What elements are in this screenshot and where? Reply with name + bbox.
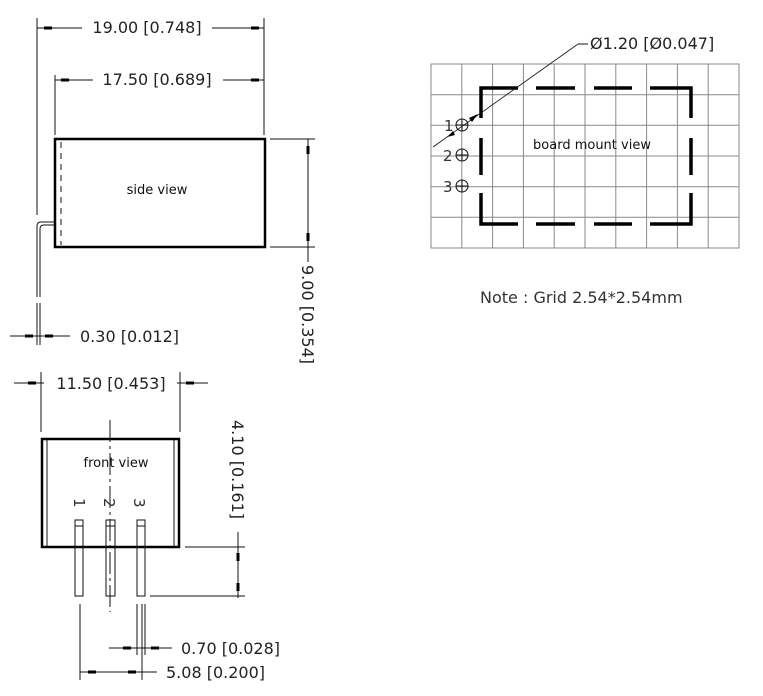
board-mount-view: 1 2 3 Ø1.20 [Ø0.047] board mount view: [430, 34, 740, 249]
side-view-body: [53, 137, 267, 249]
dim-pin-pitch: 5.08 [0.200]: [166, 663, 265, 682]
board-pin-label-2: 2: [443, 147, 453, 165]
pin-hole-1: [455, 118, 469, 132]
board-pin-label-1: 1: [444, 117, 454, 135]
side-view: 19.00 [0.748] 17.50 [0.689] side view 0.…: [10, 18, 317, 364]
pin-hole-3: [455, 179, 469, 193]
dim-pin-thickness: 0.30 [0.012]: [80, 327, 179, 346]
front-view: 11.50 [0.453] front view 1 2 3 4.10 [0.1…: [14, 372, 280, 682]
pin-hole-2: [455, 148, 469, 162]
dim-height: 9.00 [0.354]: [298, 265, 317, 364]
front-view-label: front view: [84, 456, 149, 471]
dim-pin-width: 0.70 [0.028]: [181, 639, 280, 658]
dim-pin-length: 4.10 [0.161]: [228, 420, 247, 519]
dim-hole-diameter: Ø1.20 [Ø0.047]: [590, 34, 714, 53]
pcb-grid: [430, 63, 740, 249]
front-pins: [74, 519, 146, 597]
side-view-label: side view: [127, 183, 188, 198]
dim-body-length: 17.50 [0.689]: [102, 70, 211, 89]
body-outline: [479, 86, 693, 226]
front-pin-label-2: 2: [100, 498, 118, 508]
grid-note: Note : Grid 2.54*2.54mm: [480, 288, 683, 307]
dim-overall-length: 19.00 [0.748]: [92, 18, 201, 37]
dim-width: 11.50 [0.453]: [56, 374, 165, 393]
board-mount-view-label: board mount view: [533, 138, 651, 153]
front-pin-label-3: 3: [130, 498, 148, 508]
front-pin-label-1: 1: [70, 498, 88, 508]
board-pin-label-3: 3: [443, 178, 453, 196]
